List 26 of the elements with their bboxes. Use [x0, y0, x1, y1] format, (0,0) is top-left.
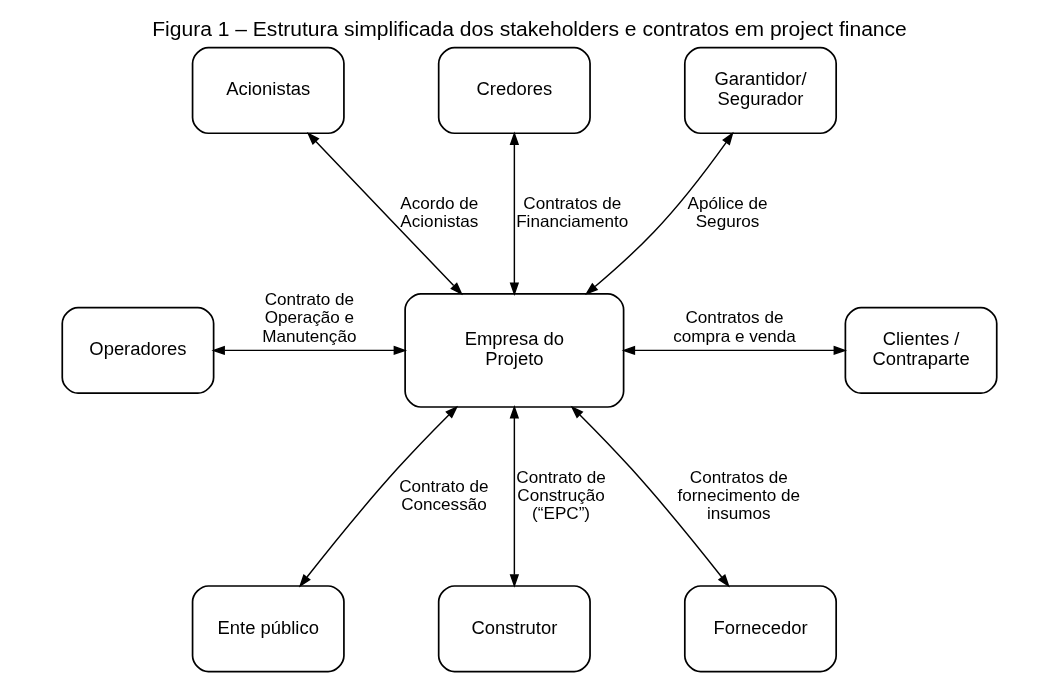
arrow	[570, 405, 730, 588]
edge-label: Contrato de Operação e Manutenção	[262, 289, 357, 346]
edge-label: Acordo de Acionistas	[400, 193, 479, 232]
node-box: Acionistas	[191, 46, 345, 135]
diagram-title: Figura 1 – Estrutura simplificada dos stakeholders e contratos em project finance	[152, 16, 907, 40]
arrow	[584, 131, 734, 295]
node-box: Construtor	[437, 585, 591, 673]
arrow	[298, 405, 459, 588]
edge-label: Contratos de fornecimento de insumos	[677, 467, 801, 524]
edge-label: Contrato de Concessão	[399, 476, 489, 515]
node-box: Fornecedor	[683, 585, 837, 673]
arrow	[509, 131, 520, 296]
edge-label: Contratos de Financiamento	[516, 193, 629, 232]
arrow	[211, 345, 408, 356]
edge-label: Contratos de compra e venda	[673, 308, 796, 346]
arrow	[306, 132, 463, 296]
node-box: Clientes / Contraparte	[844, 306, 998, 395]
node-box: Empresa do Projeto	[404, 292, 625, 408]
arrow	[509, 405, 520, 588]
edge-label: Contrato de Construção (“EPC”)	[516, 467, 606, 524]
node-box: Credores	[437, 46, 591, 135]
node-box: Ente público	[191, 585, 345, 673]
edge-label: Apólice de Seguros	[687, 193, 768, 232]
arrow	[621, 345, 847, 356]
node-box: Operadores	[61, 306, 215, 395]
node-box: Garantidor/ Segurador	[683, 46, 837, 135]
